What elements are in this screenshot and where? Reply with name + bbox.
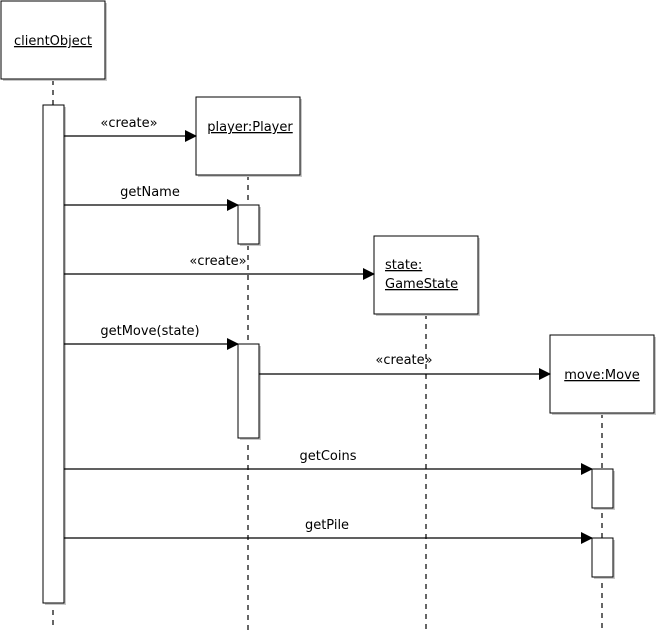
activation-move-getpile: [591, 537, 615, 579]
message-create-state-label: «create»: [189, 254, 246, 269]
activation-client: [42, 104, 66, 605]
message-getcoins: getCoins: [64, 449, 593, 475]
object-move: move:Move: [549, 334, 656, 415]
message-create-player: «create»: [64, 116, 197, 142]
message-create-move-label: «create»: [375, 353, 432, 368]
message-create-move: «create»: [259, 353, 551, 380]
message-create-state: «create»: [64, 254, 375, 280]
message-getname-label: getName: [120, 185, 180, 200]
message-getcoins-label: getCoins: [299, 449, 356, 464]
object-player-label: player:Player: [207, 120, 293, 135]
message-getmove: getMove(state): [64, 324, 239, 350]
message-getmove-label: getMove(state): [100, 324, 199, 339]
activation-player-getmove: [237, 343, 261, 440]
activation-move-getcoins: [591, 468, 615, 510]
object-move-label: move:Move: [564, 368, 640, 383]
object-state: state: GameState: [373, 235, 480, 316]
object-client-label: clientObject: [14, 34, 92, 49]
object-client: clientObject: [0, 0, 107, 81]
message-getpile: getPile: [64, 518, 593, 544]
object-state-label-2: GameState: [385, 277, 458, 292]
message-getname: getName: [64, 185, 239, 211]
activation-player-getname: [237, 204, 261, 246]
message-getpile-label: getPile: [305, 518, 349, 533]
object-player: player:Player: [195, 96, 302, 177]
message-create-player-label: «create»: [100, 116, 157, 131]
object-state-label-1: state:: [385, 258, 422, 273]
